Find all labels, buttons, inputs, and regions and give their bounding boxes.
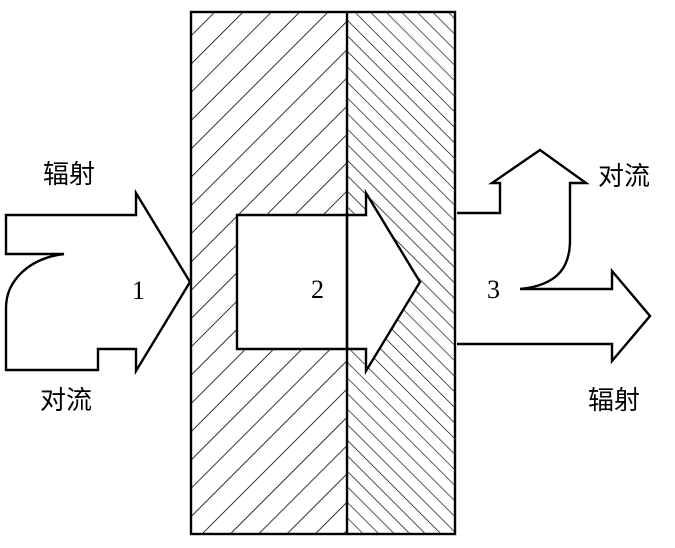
conduction-arrow: [235, 188, 422, 376]
interior-2-number: 2: [311, 275, 324, 304]
convection-label-left: 对流: [40, 386, 92, 416]
convection-label-right: 对流: [598, 162, 650, 192]
radiation-label-left: 辐射: [43, 160, 95, 190]
outgoing-arrows: [457, 148, 652, 365]
surface-1-number: 1: [132, 276, 145, 305]
radiation-label-right: 辐射: [588, 386, 640, 416]
wall-outline: [189, 10, 457, 536]
incoming-arrow: [4, 188, 192, 376]
surface-3-number: 3: [487, 275, 500, 304]
